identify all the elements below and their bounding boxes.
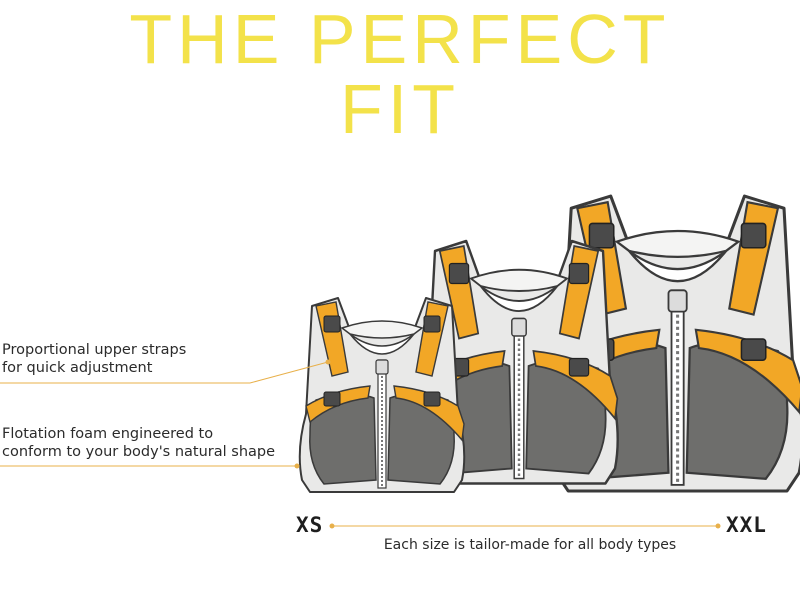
callout-straps-line-1: Proportional upper straps bbox=[2, 342, 187, 358]
headline-line-2: FIT bbox=[340, 70, 460, 148]
headline-line-1: THE PERFECT bbox=[129, 0, 671, 78]
callout-straps: Proportional upper straps for quick adju… bbox=[2, 341, 186, 377]
foam-leader-dot bbox=[294, 463, 300, 469]
size-max-label: XXL bbox=[726, 513, 767, 537]
callout-straps-line-2: for quick adjustment bbox=[2, 360, 153, 376]
size-scale-dot-end bbox=[715, 523, 721, 529]
size-caption: Each size is tailor-made for all body ty… bbox=[383, 537, 677, 553]
straps-leader-dot bbox=[325, 359, 331, 365]
callout-foam: Flotation foam engineered to conform to … bbox=[2, 425, 275, 461]
vest-size-xs bbox=[298, 297, 466, 493]
callout-foam-line-1: Flotation foam engineered to bbox=[2, 426, 214, 442]
callout-foam-line-2: conform to your body's natural shape bbox=[2, 444, 276, 460]
size-min-label: XS bbox=[296, 513, 324, 537]
size-scale-dot-start bbox=[329, 523, 335, 529]
